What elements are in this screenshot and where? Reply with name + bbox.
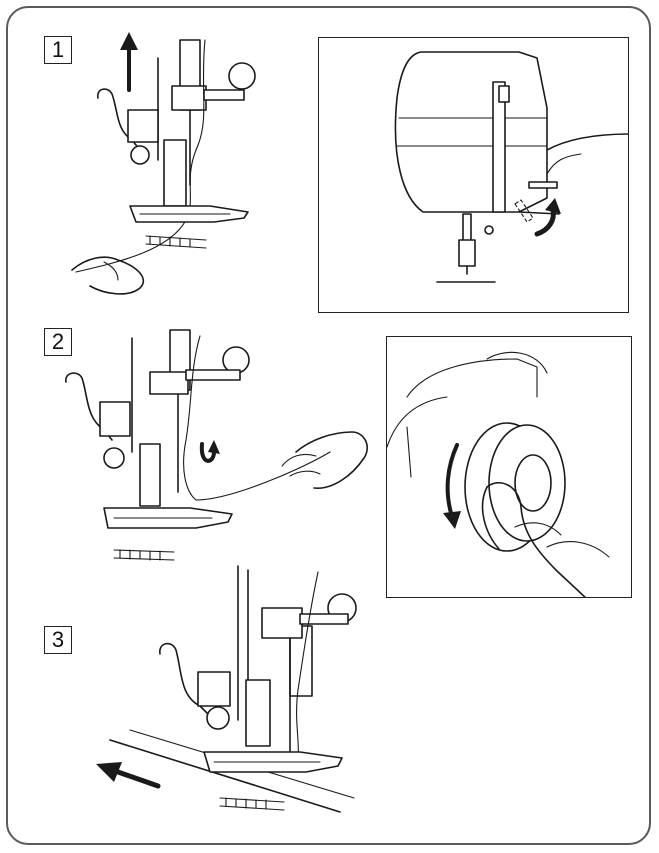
up-arrow-icon — [120, 32, 138, 92]
step-3-label: 3 — [44, 626, 72, 654]
machine-head-illustration — [394, 51, 628, 283]
left-arrow-icon — [96, 762, 161, 789]
step-1-label: 1 — [44, 36, 72, 64]
step-2-inset-panel — [386, 336, 632, 598]
step-1-illustration — [71, 32, 256, 295]
step-3-illustration — [96, 565, 357, 813]
step-1-inset-panel — [318, 37, 629, 313]
handwheel-illustration — [387, 351, 610, 597]
step-2-illustration — [65, 329, 368, 561]
curved-arrow-icon — [199, 440, 220, 463]
instruction-panel-frame — [6, 6, 651, 845]
step-2-label: 2 — [44, 328, 72, 356]
counterclockwise-arrow-icon — [443, 443, 461, 529]
curved-arrow-icon — [534, 198, 561, 237]
